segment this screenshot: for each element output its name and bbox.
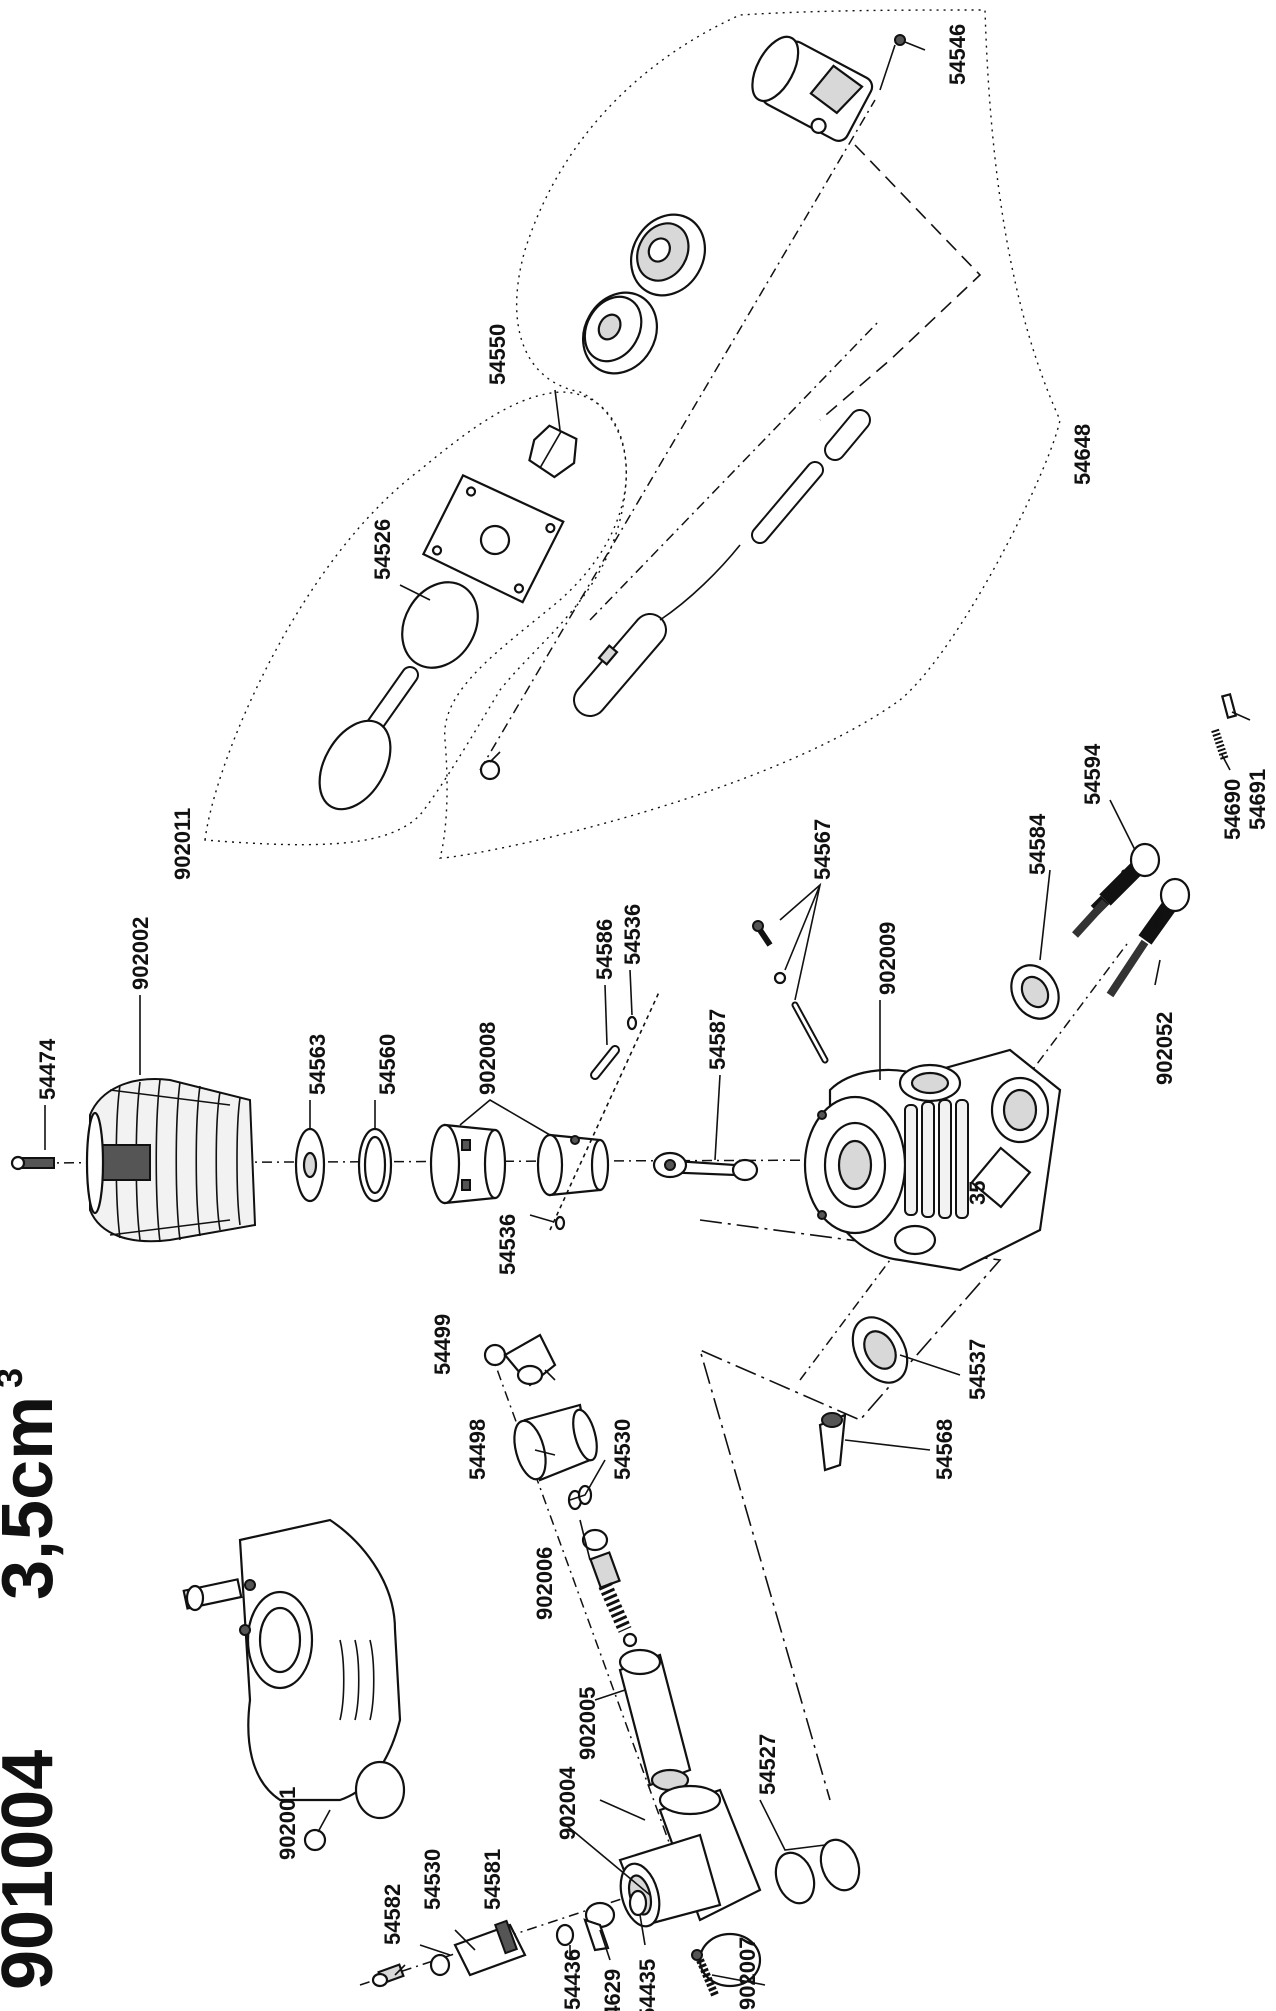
label-54530-bottom: 54530: [420, 1849, 445, 1910]
spring-54690: [1211, 728, 1229, 762]
needle-mark-sg: SG: [1149, 908, 1168, 931]
o-ring-54530-bottom: [429, 1953, 451, 1977]
label-54581: 54581: [480, 1849, 505, 1910]
label-54586: 54586: [592, 919, 617, 980]
label-902008: 902008: [475, 1022, 500, 1095]
pin-clip-54536-top: [626, 1015, 638, 1031]
screw-902007: [691, 1949, 719, 1997]
head-shim-54563: [294, 1127, 326, 1203]
starter-knob-screw: [479, 751, 501, 781]
hex-coupling-54550: [528, 424, 578, 479]
label-54436: 54436: [560, 1949, 585, 2010]
starter-pulley: [582, 291, 658, 375]
label-902011: 902011: [170, 808, 195, 880]
label-902052: 902052: [1152, 1012, 1177, 1085]
crankcase-902009: 35: [803, 1048, 1062, 1272]
starter-backplate: [421, 473, 565, 604]
label-54474: 54474: [35, 1038, 60, 1100]
label-54435: 54435: [635, 1959, 660, 2011]
o-ring-54436: [555, 1923, 575, 1947]
label-54546: 54546: [945, 24, 970, 85]
needle-assembly-902006: [581, 1528, 638, 1648]
gasket-routing-line: [698, 1219, 1002, 1801]
starter-spring: [630, 213, 706, 297]
glow-plug-54474: [10, 1155, 55, 1171]
label-902004: 902004: [555, 1766, 580, 1840]
connecting-rod-54587: [652, 1151, 759, 1182]
label-54594: 54594: [1080, 743, 1105, 805]
label-54584: 54584: [1025, 813, 1050, 875]
label-902001: 902001: [275, 1787, 300, 1860]
pin-54691: [1220, 692, 1238, 720]
throttle-barrel-902005: [618, 1648, 692, 1792]
label-54530-top: 54530: [610, 1419, 635, 1480]
title-displacement: 3,5cm: [0, 1396, 68, 1600]
intake-adapter-54498: [513, 1403, 598, 1482]
label-54499: 54499: [430, 1314, 455, 1375]
fuel-nipple-54629: [583, 1901, 616, 1952]
starter-housing: [751, 35, 874, 142]
pin-clip-54536-bottom: [554, 1215, 566, 1231]
label-54536-top: 54536: [620, 904, 645, 965]
label-902009: 902009: [875, 922, 900, 995]
screw-54546: [894, 34, 926, 51]
label-902006: 902006: [532, 1547, 557, 1620]
screw-54582: [371, 1963, 405, 1988]
label-54629: 54629: [600, 1969, 625, 2011]
starter-shaft-sleeve: [824, 409, 871, 461]
needle-valve-54594: OS: [1072, 842, 1161, 938]
label-54690: 54690: [1220, 779, 1245, 840]
label-54498: 54498: [465, 1419, 490, 1480]
drive-hub-54568: [818, 1412, 847, 1472]
label-54648: 54648: [1070, 424, 1095, 485]
gasket-54560: [357, 1127, 393, 1203]
starter-group-outline-54648: [439, 9, 1061, 859]
carb-gaskets-54527: [774, 1838, 861, 1905]
rear-bearing-54584: [1010, 964, 1060, 1020]
label-54537: 54537: [965, 1339, 990, 1400]
title-article-number: 901004: [0, 1750, 68, 1990]
fitting-54499: [483, 1333, 557, 1387]
label-54536-bottom: 54536: [495, 1214, 520, 1275]
starter-lever: [573, 544, 741, 717]
cylinder-mark: 35: [965, 1181, 990, 1205]
label-54567: 54567: [810, 819, 835, 880]
label-54568: 54568: [932, 1419, 957, 1480]
label-54550: 54550: [485, 324, 510, 385]
label-902005: 902005: [575, 1687, 600, 1760]
label-54587: 54587: [705, 1009, 730, 1070]
leader-lines: [44, 44, 1251, 1986]
diagram-title: 901004 3,5cm 3: [0, 1368, 68, 1990]
assembly-axis-crankshaft: [799, 939, 1131, 1381]
front-bearing-54537: [851, 1316, 909, 1384]
starter-guide-line: [819, 144, 982, 421]
assembly-axis-starter-shaft: [589, 319, 881, 621]
label-902007: 902007: [735, 1937, 760, 2010]
starter-plunger: [318, 666, 419, 811]
o-ring-54435: [628, 1889, 648, 1917]
piston: [536, 1133, 610, 1197]
label-54560: 54560: [375, 1034, 400, 1095]
cylinder-liner-902008: [429, 1123, 507, 1205]
label-902002: 902002: [128, 917, 153, 990]
assembled-engine-902001: [182, 1518, 406, 1852]
label-54563: 54563: [305, 1034, 330, 1095]
cylinder-head-902002: [85, 1078, 257, 1243]
label-54582: 54582: [380, 1884, 405, 1945]
title-displacement-superscript: 3: [0, 1368, 30, 1388]
needle-valve-902052: SG: [1106, 877, 1191, 998]
part-number-labels: 54546 54648 54550 54526 902011 54594 545…: [35, 24, 1270, 2011]
label-54526: 54526: [370, 519, 395, 580]
label-54691: 54691: [1245, 769, 1270, 830]
starter-gasket: [401, 581, 479, 669]
needle-mark-os: OS: [1115, 868, 1134, 891]
needle-body-54581: [453, 1919, 527, 1977]
label-54527: 54527: [755, 1734, 780, 1795]
backplate-screws-54567: [752, 882, 829, 1064]
wrist-pin-54586: [590, 1045, 620, 1080]
starter-shaft: [751, 461, 824, 544]
